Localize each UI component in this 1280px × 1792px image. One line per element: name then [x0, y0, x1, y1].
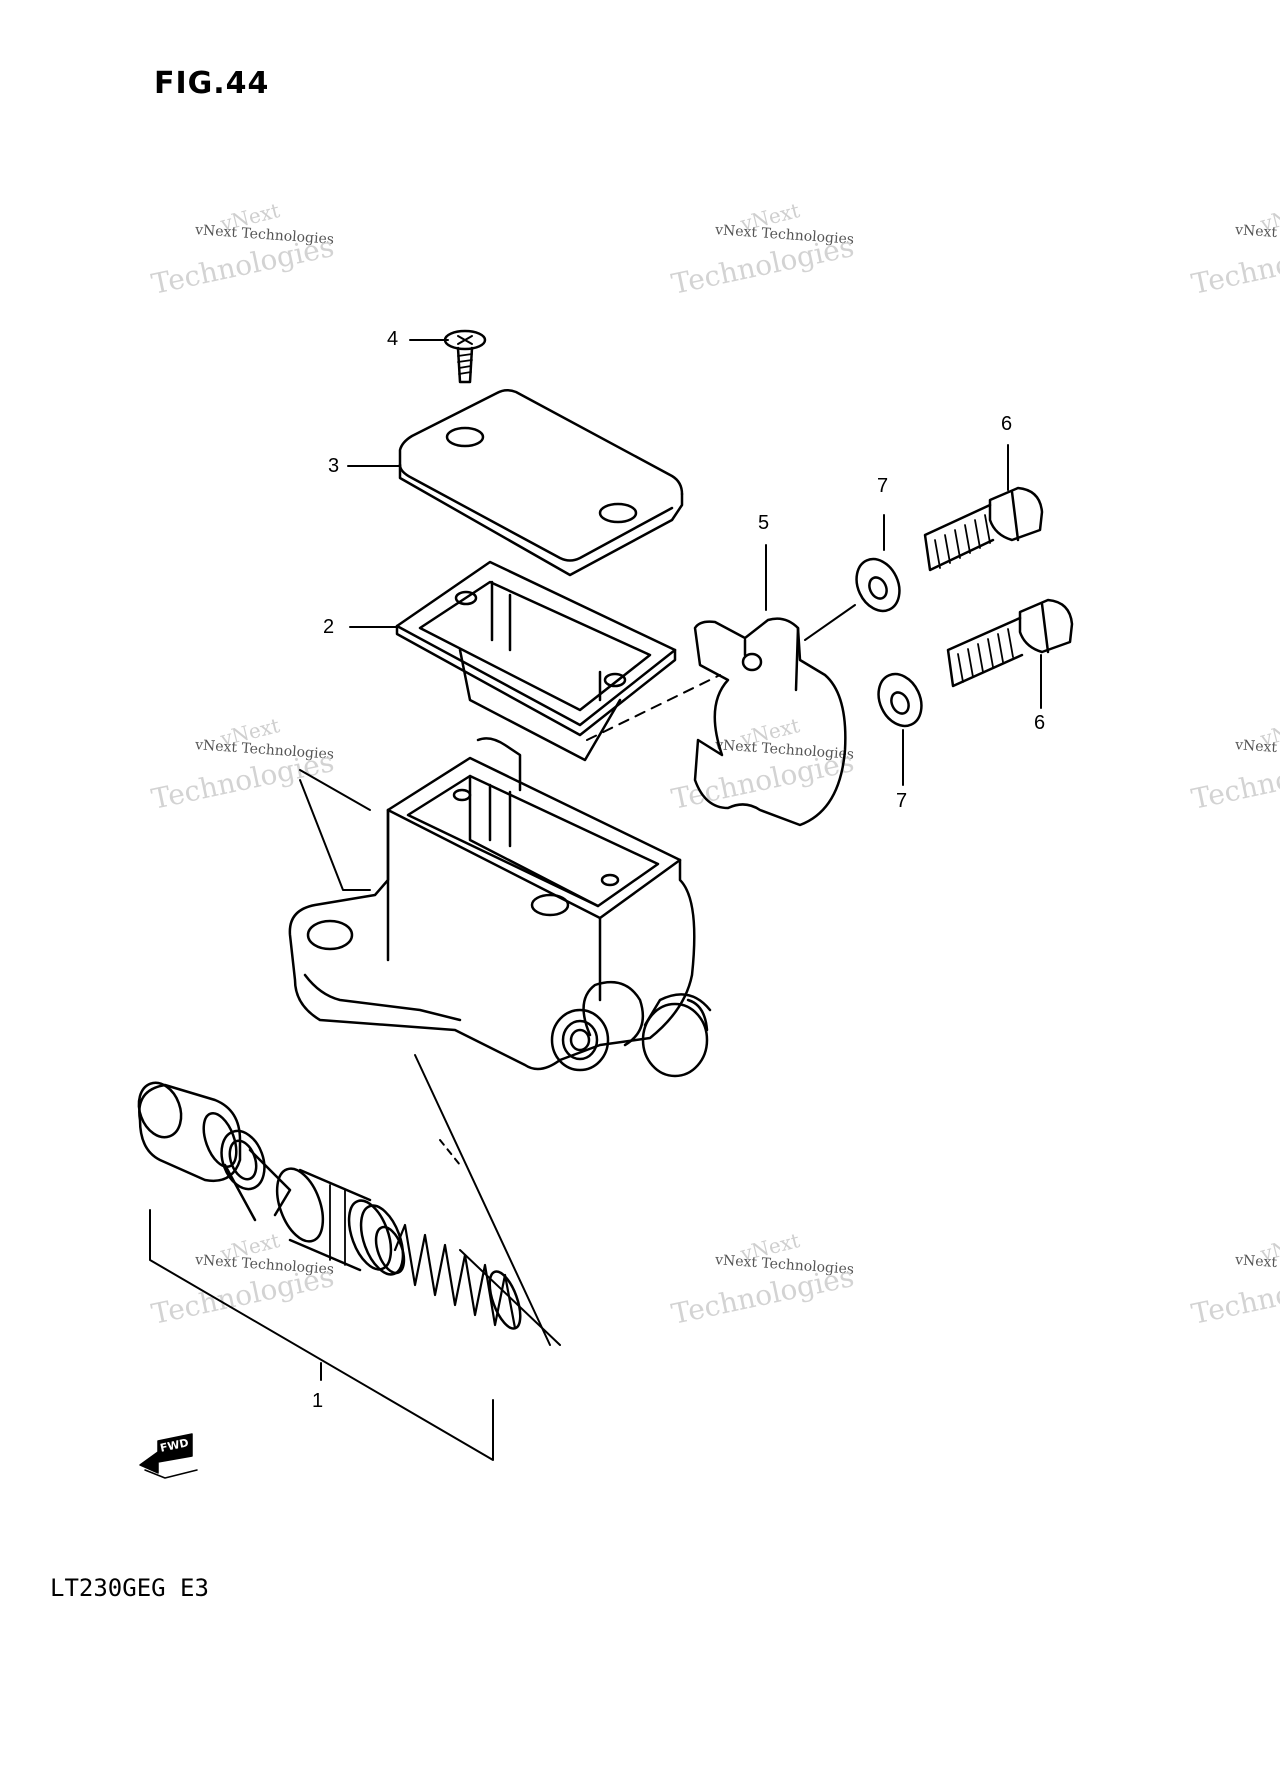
callout-1: 1 — [312, 1390, 324, 1412]
callout-7-lower: 7 — [896, 790, 908, 812]
part-6-bolt-upper — [923, 486, 1044, 572]
callout-2: 2 — [323, 616, 335, 638]
callout-7-upper: 7 — [877, 475, 889, 497]
part-7-washer-lower — [877, 672, 923, 728]
part-2-diaphragm — [395, 560, 677, 762]
part-1-master-cylinder-body — [288, 737, 712, 1078]
part-5-clamp — [693, 617, 847, 827]
callout-6-lower: 6 — [1034, 712, 1046, 734]
part-4-screw — [443, 329, 487, 384]
part-6-bolt-lower — [946, 598, 1074, 688]
callout-3: 3 — [328, 455, 340, 477]
part-3-cap — [398, 389, 684, 577]
part-1-piston-set — [137, 1081, 522, 1330]
leader-lines — [149, 339, 1042, 1461]
callout-4: 4 — [387, 328, 399, 350]
callout-5: 5 — [758, 512, 770, 534]
callout-6-upper: 6 — [1001, 413, 1013, 435]
fwd-arrow-icon — [139, 1433, 198, 1479]
figure-title: FIG.44 — [154, 66, 270, 101]
model-code: LT230GEG E3 — [50, 1574, 209, 1602]
part-7-washer-upper — [855, 557, 901, 613]
